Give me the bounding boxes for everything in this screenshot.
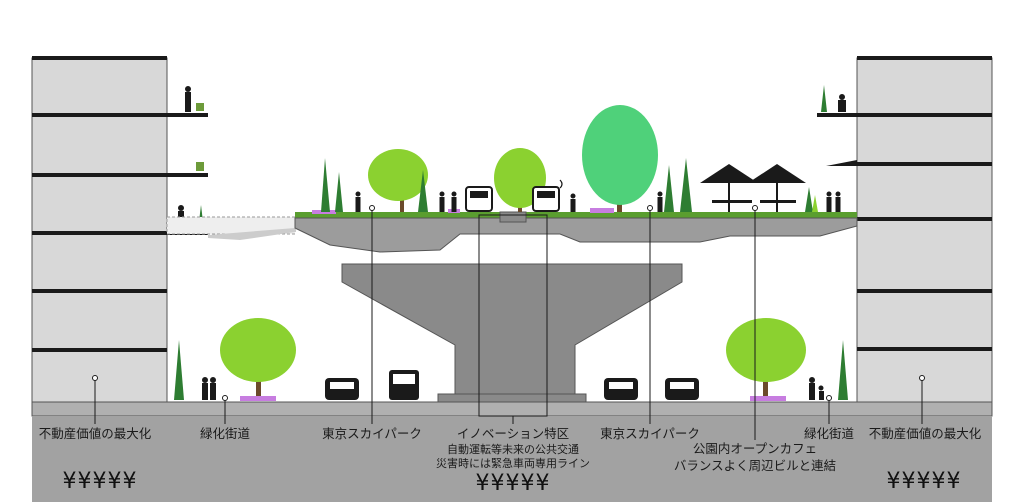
street-people [202,377,824,400]
label-skypark-right: 東京スカイパーク [600,426,700,441]
car-icon [604,378,638,400]
label-cafe-1: 公園内オープンカフェ [693,441,817,456]
autonomous-shuttle-right [532,179,563,212]
building-left [31,56,296,403]
person-icon [657,191,663,212]
tree-icon [726,318,806,398]
tree-icon [805,187,813,212]
person-icon [210,377,216,400]
label-innovation-sub2: 災害時には緊急車両専用ライン [436,456,590,470]
plant-icon [196,103,204,111]
label-green-right: 緑化街道 [804,426,855,441]
tree-icon [821,85,827,112]
person-icon [838,94,846,112]
street-trees [174,318,848,401]
yen-right: ¥¥¥¥¥ [887,469,962,494]
label-innovation: イノベーション特区 [457,426,569,441]
person-icon [355,191,361,212]
tree-icon [174,340,184,400]
cafe-umbrellas [700,164,806,212]
deck-trees [321,105,818,212]
label-cafe-2: バランスよく周辺ビルと連結 [674,458,836,473]
ground [31,401,993,502]
tree-icon [335,172,343,212]
umbrella-icon [748,164,806,183]
tree-icon [812,195,818,212]
bus-icon [389,370,419,400]
person-icon [202,377,208,400]
person-icon [185,86,191,112]
tree-icon [321,158,330,212]
tree-icon [838,340,848,400]
umbrella-icon [700,164,758,183]
yen-center: ¥¥¥¥¥ [476,471,551,496]
elevated-park-deck [294,208,858,403]
person-icon [809,377,815,400]
label-value-right: 不動産価値の最大化 [869,426,982,441]
label-value-left: 不動産価値の最大化 [39,426,152,441]
person-icon [451,191,457,212]
car-icon [325,378,359,400]
building-right [817,56,993,403]
label-innovation-sub1: 自動運転等未来の公共交通 [447,442,579,456]
person-icon [818,385,824,400]
leader-lines [92,205,925,440]
tree-icon [368,149,428,212]
person-icon [439,191,445,212]
person-icon [826,191,832,212]
label-green-left: 緑化街道 [200,426,251,441]
tree-icon [582,105,658,212]
tree-icon [664,165,674,212]
tree-icon [418,170,428,212]
autonomous-shuttle-left [465,186,493,212]
deck-people [355,191,841,212]
person-icon [570,193,576,212]
signal-icon [559,179,563,189]
car-icon [665,378,699,400]
yen-left: ¥¥¥¥¥ [63,469,138,494]
person-icon [835,191,841,212]
tree-icon [220,318,296,398]
label-skypark-left: 東京スカイパーク [322,426,422,441]
plant-icon [196,162,204,171]
tree-icon [680,158,692,212]
